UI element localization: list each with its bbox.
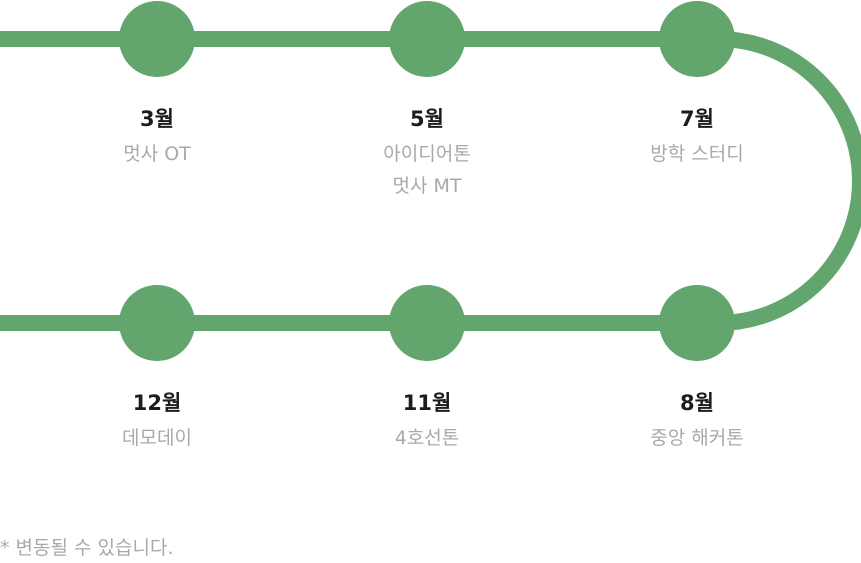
event-month: 8월 xyxy=(680,391,714,415)
timeline-track-line xyxy=(0,31,861,331)
event-description: 아이디어톤 xyxy=(383,143,471,165)
event-description: 멋사 OT xyxy=(123,143,191,165)
event-may: 5월 아이디어톤 멋사 MT xyxy=(327,106,527,202)
event-description: 멋사 MT xyxy=(392,175,462,197)
timeline-node-may xyxy=(389,1,465,77)
event-month: 3월 xyxy=(140,107,174,131)
event-description: 중앙 해커톤 xyxy=(650,427,744,449)
footnote: * 변동될 수 있습니다. xyxy=(0,537,174,559)
event-description: 4호선톤 xyxy=(394,427,460,449)
event-month: 11월 xyxy=(402,391,452,415)
event-month: 7월 xyxy=(680,107,714,131)
timeline-node-november xyxy=(389,285,465,361)
event-august: 8월 중앙 해커톤 xyxy=(597,390,797,454)
timeline-node-august xyxy=(659,285,735,361)
timeline-node-december xyxy=(119,285,195,361)
event-description: 데모데이 xyxy=(122,427,192,449)
event-month: 12월 xyxy=(132,391,182,415)
event-month: 5월 xyxy=(410,107,444,131)
event-november: 11월 4호선톤 xyxy=(327,390,527,454)
event-july: 7월 방학 스터디 xyxy=(597,106,797,170)
event-march: 3월 멋사 OT xyxy=(57,106,257,170)
timeline-node-march xyxy=(119,1,195,77)
timeline-node-july xyxy=(659,1,735,77)
event-description: 방학 스터디 xyxy=(650,143,744,165)
event-december: 12월 데모데이 xyxy=(57,390,257,454)
